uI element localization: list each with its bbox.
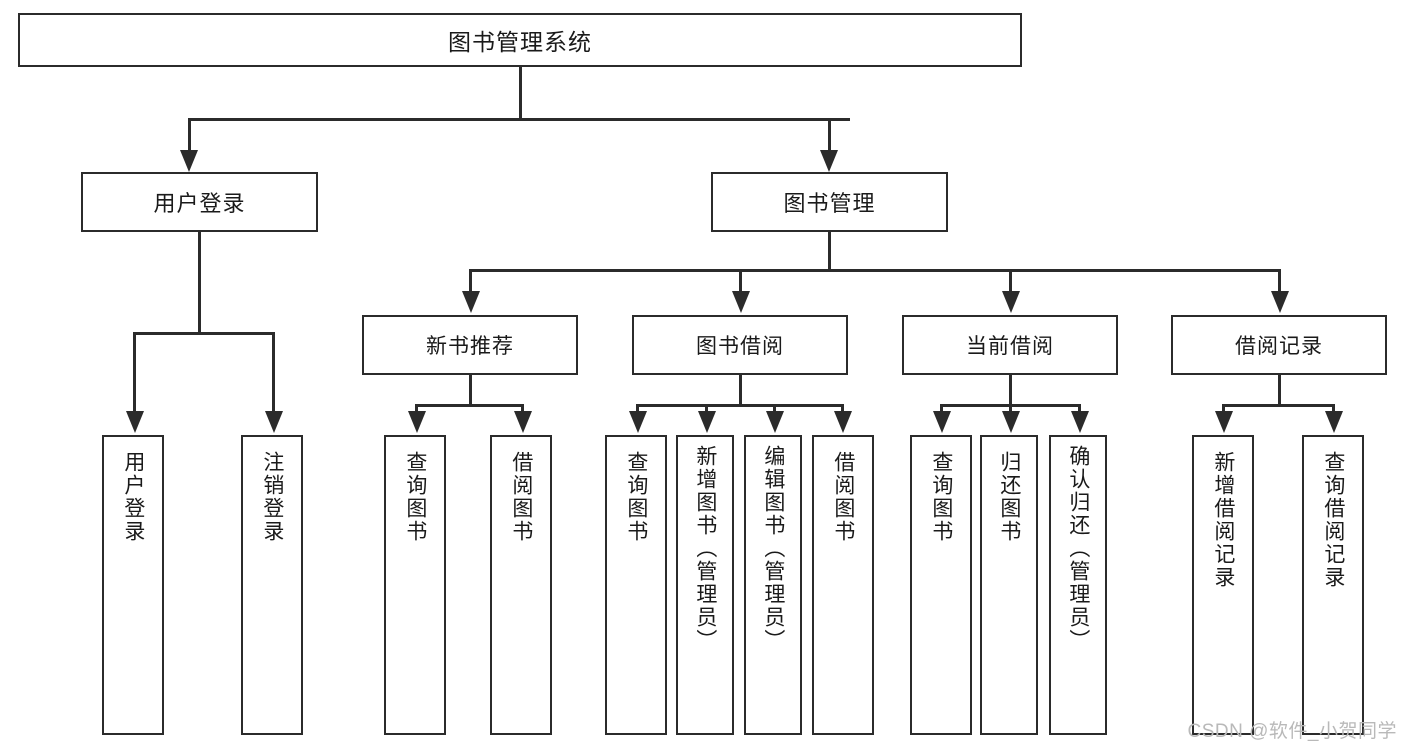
- connector-drop-book-manage: [828, 118, 831, 152]
- node-user-login-label: 用户登录: [153, 191, 246, 216]
- leaf-query-book-2[interactable]: 查询图书: [605, 435, 667, 735]
- connector-drop-leaf-return-book: [1009, 404, 1012, 413]
- connector-drop-leaf-query-book-2: [636, 404, 639, 413]
- leaf-edit-book[interactable]: 编辑图书（管理员）: [744, 435, 802, 735]
- connector-drop-leaf-query-book-3: [940, 404, 943, 413]
- leaf-query-record-label: 查询借阅记录: [1321, 451, 1345, 589]
- leaf-query-record[interactable]: 查询借阅记录: [1302, 435, 1364, 735]
- node-new-book-recommend[interactable]: 新书推荐: [362, 315, 578, 375]
- connector-drop-leaf-confirm-return: [1078, 404, 1081, 413]
- connector-drop-new-book: [469, 269, 472, 293]
- arrow-to-leaf-add-record: [1214, 411, 1233, 433]
- leaf-add-book[interactable]: 新增图书（管理员）: [676, 435, 734, 735]
- leaf-query-book-3-label: 查询图书: [929, 451, 953, 543]
- arrow-to-leaf-query-record: [1324, 411, 1343, 433]
- leaf-confirm-return-label: 确认归还（管理员）: [1066, 445, 1090, 652]
- leaf-borrow-book-2-label: 借阅图书: [831, 451, 855, 543]
- node-current-borrow[interactable]: 当前借阅: [902, 315, 1118, 375]
- connector-drop-user-login: [188, 118, 191, 152]
- leaf-query-book-2-label: 查询图书: [624, 451, 648, 543]
- node-book-borrow[interactable]: 图书借阅: [632, 315, 848, 375]
- connector-user-login-bus: [133, 332, 272, 335]
- connector-book-borrow-bus: [636, 404, 844, 407]
- node-user-login[interactable]: 用户登录: [81, 172, 318, 232]
- node-book-manage[interactable]: 图书管理: [711, 172, 948, 232]
- leaf-borrow-book-1[interactable]: 借阅图书: [490, 435, 552, 735]
- connector-borrow-record-stem: [1278, 375, 1281, 407]
- connector-level3-bus: [469, 269, 1281, 272]
- arrow-to-leaf-return-book: [1001, 411, 1020, 433]
- arrow-to-new-book-recommend: [461, 291, 480, 313]
- connector-drop-leaf-logout: [272, 332, 275, 413]
- connector-drop-leaf-edit-book: [773, 404, 776, 413]
- leaf-user-login[interactable]: 用户登录: [102, 435, 164, 735]
- arrow-to-book-manage: [820, 150, 838, 172]
- connector-book-manage-stem: [828, 232, 831, 272]
- leaf-add-record[interactable]: 新增借阅记录: [1192, 435, 1254, 735]
- connector-drop-leaf-user-login: [133, 332, 136, 413]
- connector-new-book-stem: [469, 375, 472, 407]
- connector-drop-leaf-add-book: [705, 404, 708, 413]
- node-book-manage-label: 图书管理: [783, 191, 876, 216]
- connector-borrow-record-bus: [1222, 404, 1335, 407]
- node-borrow-record[interactable]: 借阅记录: [1171, 315, 1387, 375]
- arrow-to-leaf-logout: [264, 411, 283, 433]
- leaf-confirm-return[interactable]: 确认归还（管理员）: [1049, 435, 1107, 735]
- node-borrow-record-label: 借阅记录: [1235, 335, 1323, 358]
- connector-drop-leaf-query-book-1: [415, 404, 418, 413]
- node-root-label: 图书管理系统: [448, 29, 592, 55]
- leaf-add-book-label: 新增图书（管理员）: [693, 445, 717, 652]
- connector-drop-leaf-add-record: [1222, 404, 1225, 413]
- connector-drop-leaf-borrow-book-2: [841, 404, 844, 413]
- arrow-to-borrow-record: [1270, 291, 1289, 313]
- arrow-to-leaf-confirm-return: [1070, 411, 1089, 433]
- node-current-borrow-label: 当前借阅: [966, 335, 1054, 358]
- leaf-borrow-book-2[interactable]: 借阅图书: [812, 435, 874, 735]
- connector-new-book-bus: [415, 404, 524, 407]
- arrow-to-leaf-edit-book: [765, 411, 784, 433]
- arrow-to-leaf-borrow-book-1: [513, 411, 532, 433]
- arrow-to-book-borrow: [731, 291, 750, 313]
- arrow-to-leaf-add-book: [697, 411, 716, 433]
- arrow-to-leaf-query-book-3: [932, 411, 951, 433]
- arrow-to-leaf-borrow-book-2: [833, 411, 852, 433]
- connector-drop-leaf-borrow-book-1: [521, 404, 524, 413]
- connector-book-borrow-stem: [739, 375, 742, 407]
- connector-drop-current-borrow: [1009, 269, 1012, 293]
- leaf-edit-book-label: 编辑图书（管理员）: [761, 445, 785, 652]
- leaf-query-book-1[interactable]: 查询图书: [384, 435, 446, 735]
- arrow-to-current-borrow: [1001, 291, 1020, 313]
- connector-current-borrow-stem: [1009, 375, 1012, 407]
- arrow-to-leaf-user-login: [125, 411, 144, 433]
- connector-drop-borrow-record: [1278, 269, 1281, 293]
- leaf-borrow-book-1-label: 借阅图书: [509, 451, 533, 543]
- leaf-query-book-3[interactable]: 查询图书: [910, 435, 972, 735]
- node-book-borrow-label: 图书借阅: [696, 335, 784, 358]
- leaf-logout-label: 注销登录: [260, 451, 284, 543]
- node-root[interactable]: 图书管理系统: [18, 13, 1022, 67]
- leaf-user-login-label: 用户登录: [121, 451, 145, 543]
- connector-drop-book-borrow: [739, 269, 742, 293]
- leaf-query-book-1-label: 查询图书: [403, 451, 427, 543]
- connector-level2-bus: [188, 118, 850, 121]
- leaf-logout[interactable]: 注销登录: [241, 435, 303, 735]
- watermark-text: CSDN @软件_小贺同学: [1187, 721, 1397, 742]
- connector-drop-leaf-query-record: [1332, 404, 1335, 413]
- arrow-to-user-login: [180, 150, 198, 172]
- connector-root-stem: [518, 67, 522, 118]
- node-new-book-recommend-label: 新书推荐: [426, 335, 514, 358]
- arrow-to-leaf-query-book-1: [407, 411, 426, 433]
- connector-user-login-stem: [198, 232, 201, 334]
- leaf-return-book-label: 归还图书: [997, 451, 1021, 543]
- leaf-add-record-label: 新增借阅记录: [1211, 451, 1235, 589]
- leaf-return-book[interactable]: 归还图书: [980, 435, 1038, 735]
- arrow-to-leaf-query-book-2: [628, 411, 647, 433]
